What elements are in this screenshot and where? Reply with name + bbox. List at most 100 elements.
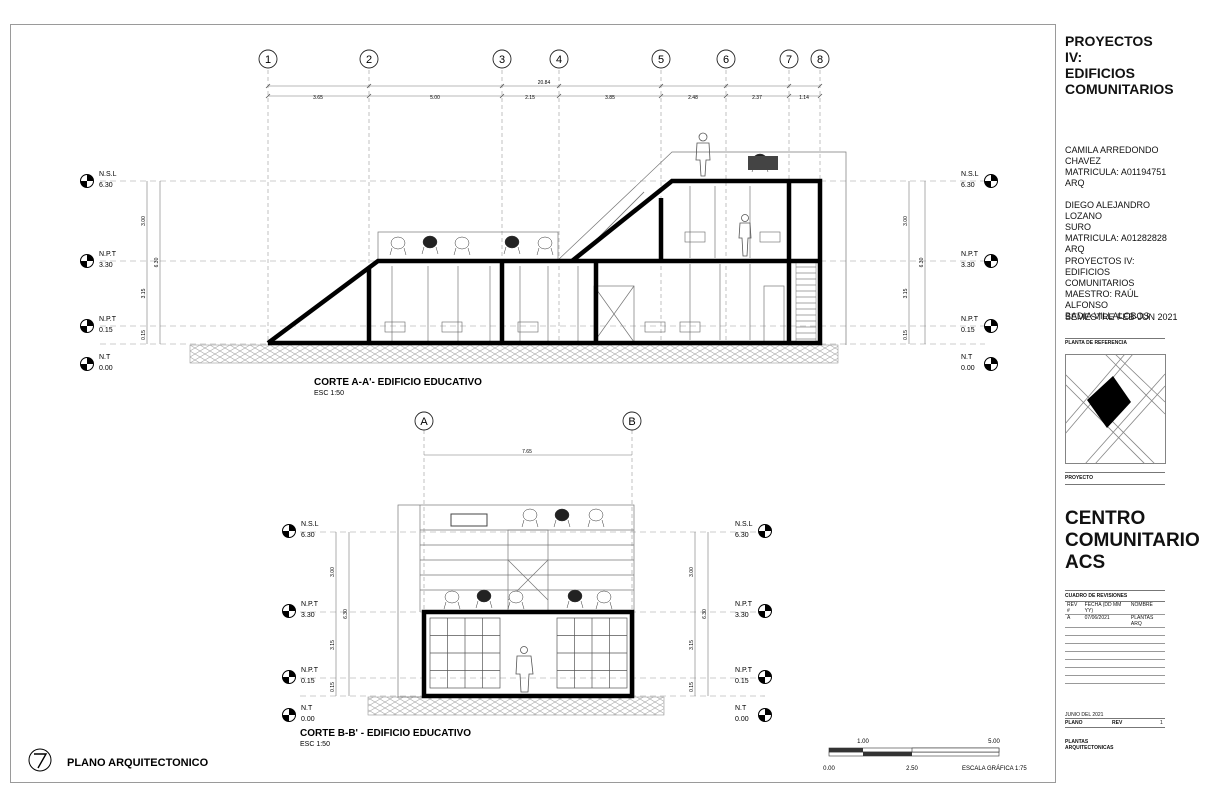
chair-leg [550, 247, 554, 256]
scale-top-label: 1.00 [857, 739, 869, 745]
chair-icon [521, 508, 539, 528]
partial-dimension: 2.48 [688, 95, 698, 101]
level-value: 6.30 [301, 532, 315, 539]
table-icon [517, 321, 539, 333]
chair-leg [457, 601, 461, 610]
grid-bubble [492, 49, 512, 69]
chair-seat [537, 236, 553, 250]
level-marker: N.P.T0.15 [80, 316, 117, 334]
bb-overall-dimension: 7.65 [522, 449, 532, 455]
level-value: 3.30 [99, 262, 113, 269]
chair-seat [567, 589, 583, 603]
level-marker: N.P.T0.15 [961, 316, 998, 334]
height-dimension: 3.15 [141, 288, 147, 298]
revision-row-empty [1065, 651, 1165, 660]
chair-leg [403, 247, 407, 256]
dimension-tick [723, 93, 729, 99]
dimension-tick [817, 93, 823, 99]
north-arrow-icon [28, 748, 52, 772]
level-target-quadrant [282, 677, 289, 684]
scale-caption: ESCALA GRÁFICA 1:75 [962, 765, 1027, 772]
chair-leg [503, 246, 507, 255]
height-dimension: 3.00 [903, 216, 909, 226]
height-dimension-total: 6.30 [154, 257, 160, 267]
partial-dimension: 3.85 [605, 95, 615, 101]
chair-icon [453, 236, 471, 256]
level-marker: N.P.T0.15 [735, 667, 772, 685]
height-dimension: 3.00 [330, 567, 336, 577]
chair-leg [553, 519, 557, 528]
grid-label: 1 [265, 54, 271, 66]
level-marker: N.T0.00 [282, 705, 315, 723]
chair-leg [443, 601, 447, 610]
grid-label: 5 [658, 54, 664, 66]
person-figure [695, 132, 752, 257]
table-icon [759, 231, 781, 243]
chair-leg [421, 246, 425, 255]
partial-dimension: 1.14 [799, 95, 809, 101]
level-value: 0.15 [99, 327, 113, 334]
level-value: 0.15 [735, 678, 749, 685]
level-value: 0.00 [961, 365, 975, 372]
level-target-quadrant [289, 708, 296, 715]
dimension-tick [786, 93, 792, 99]
level-name: N.T [961, 354, 973, 361]
graphic-scale: 1.00 5.00 0.00 2.50 ESCALA GRÁFICA 1:75 [823, 739, 1027, 772]
chair-icon [553, 508, 571, 528]
level-marker: N.S.L 6.30 [735, 521, 772, 539]
level-marker: N.T0.00 [80, 354, 113, 372]
grid-bubble [414, 411, 434, 431]
level-target-quadrant [87, 254, 94, 261]
chair-icon [587, 508, 605, 528]
level-name: N.P.T [99, 251, 117, 258]
grid-label: B [628, 416, 635, 428]
level-marker: N.P.T3.30 [735, 601, 772, 619]
dimension-tick [723, 83, 729, 89]
section-bb-title: CORTE B-B' - EDIFICIO EDUCATIVO [300, 728, 471, 739]
section-aa-title: CORTE A-A'- EDIFICIO EDUCATIVO [314, 377, 482, 388]
level-target-quadrant [758, 677, 765, 684]
level-value: 6.30 [735, 532, 749, 539]
table-icon [679, 321, 701, 333]
level-target-quadrant [758, 531, 765, 538]
level-name: N.S.L [735, 521, 753, 528]
ground-hatch [189, 344, 839, 364]
chair-seat [596, 590, 612, 604]
level-target-quadrant [984, 261, 991, 268]
chair-seat [390, 236, 406, 250]
chair-leg [601, 519, 605, 528]
rev-value: 1 [1160, 720, 1163, 726]
author-1: CAMILA ARREDONDO CHAVEZ MATRICULA: A0119… [1065, 145, 1167, 188]
project-label: PROYECTO [1065, 475, 1093, 481]
level-name: N.P.T [961, 316, 979, 323]
level-target-quadrant [289, 670, 296, 677]
scale-top-label: 5.00 [988, 739, 1000, 745]
chair-leg [389, 247, 393, 256]
revision-row-empty [1065, 667, 1165, 676]
grid-bubble [651, 49, 671, 69]
chair-leg [489, 600, 493, 609]
chair-seat [588, 508, 604, 522]
chair-icon [475, 589, 493, 609]
chair-icon [443, 590, 461, 610]
project-name: CENTRO COMUNITARIO ACS [1065, 508, 1200, 573]
partial-dimension: 5.00 [430, 95, 440, 101]
rev-label: REV [1112, 720, 1123, 726]
level-target-quadrant [765, 604, 772, 611]
grid-bubble [622, 411, 642, 431]
level-name: N.P.T [735, 601, 753, 608]
chair-seat [504, 235, 520, 249]
level-target-quadrant [758, 611, 765, 618]
scale-bottom-label: 2.50 [906, 766, 918, 772]
dimension-tick [499, 83, 505, 89]
level-marker: N.T 0.00 [961, 354, 998, 372]
height-dimension: 3.00 [689, 567, 695, 577]
dimension-tick [366, 93, 372, 99]
level-marker: N.P.T3.30 [282, 601, 319, 619]
level-name: N.S.L [301, 521, 319, 528]
level-marker: N.S.L6.30 [80, 171, 117, 189]
table-icon [684, 231, 706, 243]
height-dimension: 3.00 [141, 216, 147, 226]
level-target-quadrant [991, 254, 998, 261]
